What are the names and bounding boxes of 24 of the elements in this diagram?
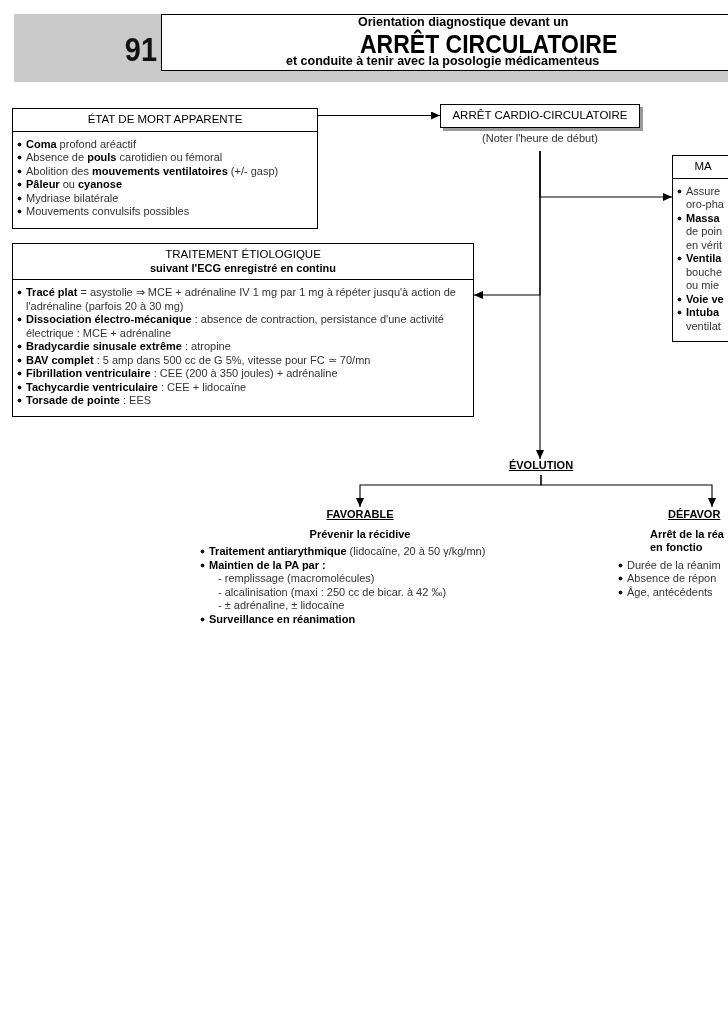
box-subheading: suivant l'ECG enregistré en continu xyxy=(149,261,337,275)
title-text: Orientation diagnostique devant un xyxy=(358,15,569,29)
section-heading: DÉFAVOR xyxy=(668,508,722,522)
arrow xyxy=(536,150,544,460)
sub-item: - remplissage (macromolécules) xyxy=(217,572,376,586)
process-box xyxy=(672,155,728,342)
section-subheading: Arrêt de la réa en fonctio xyxy=(650,527,725,555)
section-heading: FAVORABLE xyxy=(325,508,395,522)
arrow xyxy=(317,111,441,120)
process-box xyxy=(440,104,640,128)
process-box xyxy=(12,108,318,229)
subtitle-text: et conduite à tenir avec la posologie médicamenteus xyxy=(286,54,600,68)
box-heading: TRAITEMENT ÉTIOLOGIQUE xyxy=(164,248,322,262)
section-heading: ÉVOLUTION xyxy=(507,459,575,473)
sub-item: - alcalinisation (maxi : 250 cc de bicar. à 42 ‰) xyxy=(217,585,448,599)
sub-item: - ± adrénaline, ± lidocaïne xyxy=(217,599,346,613)
arrow xyxy=(540,474,716,508)
section-subheading: Prévenir la récidive xyxy=(308,527,412,541)
note-text: (Noter l'heure de début) xyxy=(481,132,599,144)
box-title: ARRÊT CARDIO-CIRCULATOIRE xyxy=(451,108,629,123)
box-heading: ÉTAT DE MORT APPARENTE xyxy=(86,113,244,127)
page-number: 91 xyxy=(124,32,157,66)
process-box xyxy=(12,243,474,417)
box-heading: MA xyxy=(693,160,713,174)
